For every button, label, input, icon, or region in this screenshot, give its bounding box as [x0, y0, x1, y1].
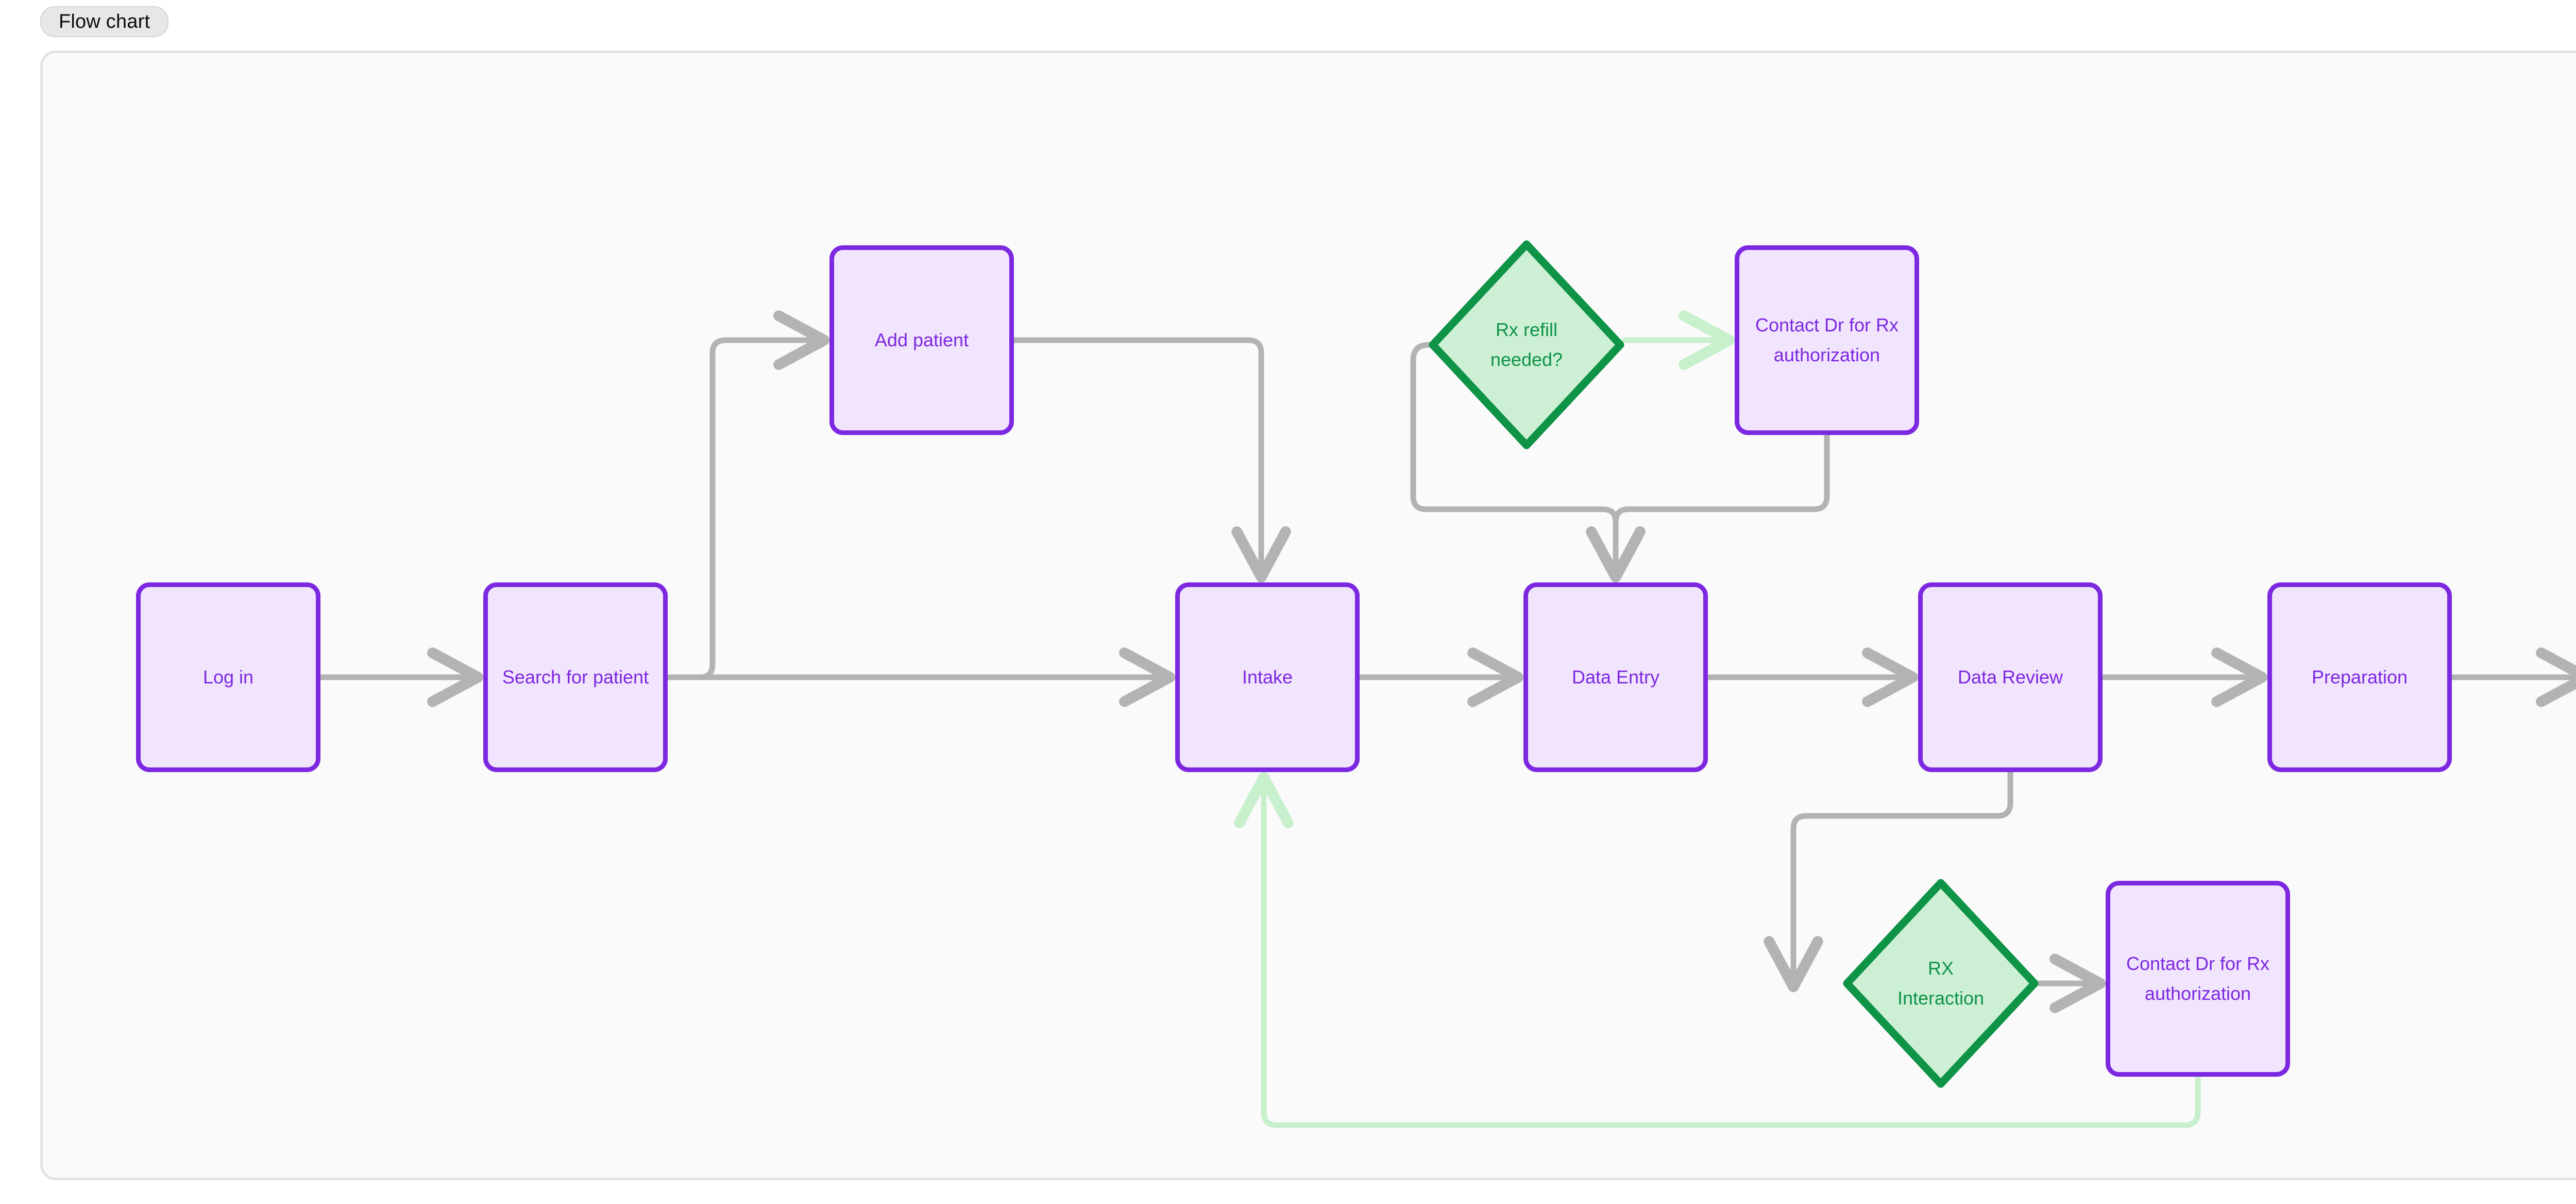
node-label: Add patient — [874, 329, 969, 350]
diamond-shape-icon — [1429, 240, 1624, 449]
node-label: Data Entry — [1571, 666, 1660, 688]
node-contact-dr-for-rx-authorization-bottom[interactable]: Contact Dr for Rx authorization — [2106, 881, 2290, 1077]
edge-search-addpatient — [665, 310, 830, 680]
node-label: RX Interaction — [1897, 957, 1985, 1009]
flowchart-canvas[interactable]: Log in Search for patient Add patient In… — [40, 51, 2576, 1180]
node-log-in[interactable]: Log in — [136, 582, 320, 772]
node-label: Intake — [1242, 666, 1293, 688]
edge-addpatient-intake — [1011, 337, 1291, 583]
diamond-shape-icon — [1843, 879, 2039, 1088]
node-add-patient[interactable]: Add patient — [829, 245, 1014, 435]
node-label: Search for patient — [502, 666, 649, 688]
node-data-entry[interactable]: Data Entry — [1523, 582, 1708, 772]
tab-flow-chart[interactable]: Flow chart — [40, 6, 169, 37]
node-search-for-patient[interactable]: Search for patient — [483, 582, 668, 772]
node-label: Log in — [202, 666, 254, 688]
node-rx-interaction[interactable]: RX Interaction — [1843, 879, 2039, 1088]
node-intake[interactable]: Intake — [1175, 582, 1360, 772]
node-data-review[interactable]: Data Review — [1918, 582, 2103, 772]
node-rx-refill-needed[interactable]: Rx refill needed? — [1429, 240, 1624, 449]
node-label: Contact Dr for Rx authorization — [1755, 314, 1899, 365]
node-label: Rx refill needed? — [1490, 319, 1563, 370]
node-label: Data Review — [1957, 666, 2063, 688]
tab-label: Flow chart — [59, 10, 150, 32]
node-label: Contact Dr for Rx authorization — [2126, 952, 2270, 1004]
tab-bar: Flow chart — [0, 0, 2576, 44]
node-label: Preparation — [2311, 666, 2408, 688]
node-preparation[interactable]: Preparation — [2267, 582, 2452, 772]
edge-contactdr2-intake — [1234, 772, 2201, 1128]
node-contact-dr-for-rx-authorization-top[interactable]: Contact Dr for Rx authorization — [1735, 245, 1919, 435]
edge-contactdr1-dataentry — [1586, 432, 1830, 583]
